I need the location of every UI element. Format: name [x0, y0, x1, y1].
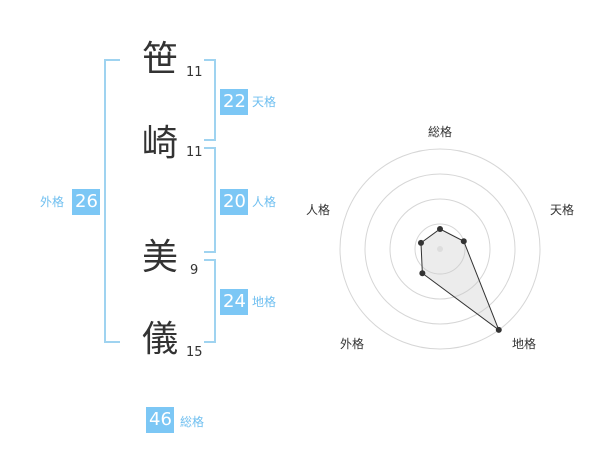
gaikaku-label: 外格	[40, 195, 65, 209]
tenkaku-badge: 22	[220, 89, 248, 115]
jinkaku-bracket	[204, 147, 216, 253]
char-4: 儀	[141, 319, 178, 360]
radar-point-4	[417, 239, 424, 246]
jinkaku-badge: 20	[220, 189, 248, 215]
gaikaku-badge: 26	[72, 189, 100, 215]
soukaku-badge: 46	[146, 407, 174, 433]
chikaku-badge: 24	[220, 289, 248, 315]
char-2: 崎	[141, 123, 178, 164]
radar-ring	[364, 173, 516, 325]
radar-label-tenkaku: 天格	[549, 203, 574, 217]
soukaku-label: 総格	[180, 415, 205, 429]
radar-ring	[389, 198, 491, 300]
radar-points	[417, 226, 502, 333]
radar-label-gaikaku: 外格	[339, 337, 364, 351]
radar-point-0	[437, 226, 443, 232]
jinkaku-label: 人格	[252, 195, 277, 209]
char-4-strokes: 15	[186, 345, 203, 360]
radar-polygon	[420, 228, 500, 332]
char-2-strokes: 11	[186, 145, 203, 160]
chikaku-bracket	[204, 259, 216, 343]
gaikaku-bracket	[104, 59, 120, 343]
radar-label-jinkaku: 人格	[305, 203, 330, 217]
radar-point-2	[495, 326, 502, 333]
tenkaku-bracket	[204, 59, 216, 141]
chikaku-label: 地格	[252, 295, 277, 309]
radar-ring	[339, 148, 541, 350]
char-1-strokes: 11	[186, 65, 203, 80]
radar-chart	[339, 148, 541, 350]
char-1: 笹	[141, 39, 178, 80]
char-3: 美	[141, 237, 178, 278]
radar-point-1	[460, 238, 467, 245]
radar-rings	[339, 148, 541, 350]
radar-point-3	[419, 270, 426, 277]
radar-label-chikaku: 地格	[511, 337, 536, 351]
tenkaku-label: 天格	[252, 95, 277, 109]
radar-ring	[414, 223, 466, 275]
radar-center-dot	[437, 246, 443, 252]
char-3-strokes: 9	[190, 263, 199, 278]
radar-label-soukaku: 総格	[427, 125, 452, 139]
